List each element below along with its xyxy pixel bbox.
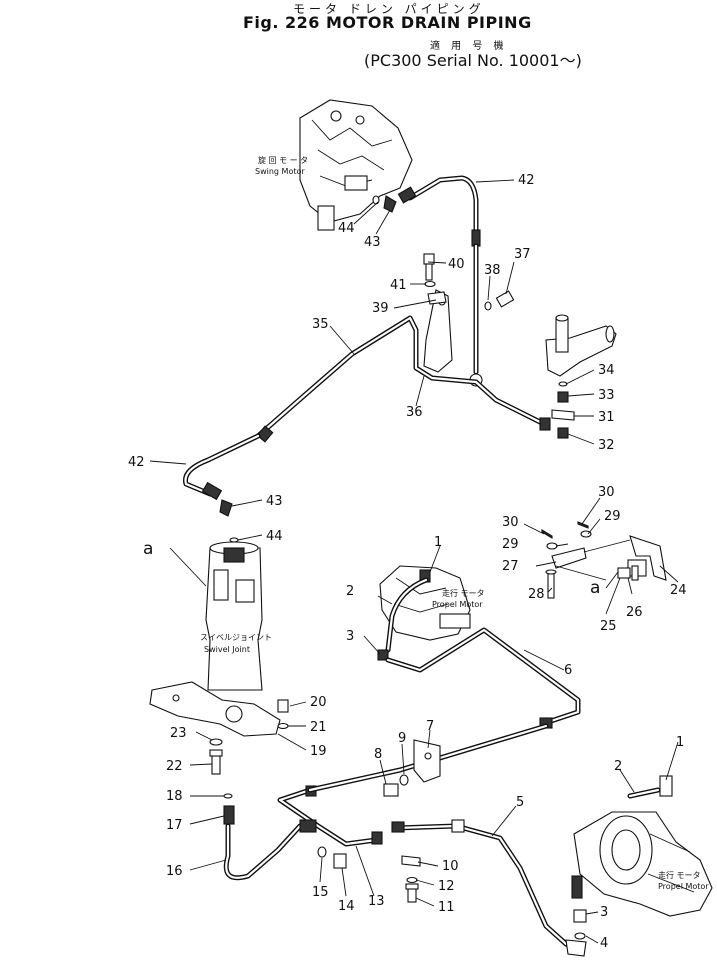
callout-22: 22: [166, 759, 183, 774]
serial-range: (PC300 Serial No. 10001～): [364, 51, 582, 70]
callout-5: 5: [516, 795, 524, 810]
hose-2-top: [377, 577, 429, 661]
figure-title: Fig. 226 MOTOR DRAIN PIPING: [243, 13, 532, 32]
callout-44-lower: 44: [266, 529, 283, 544]
washer-23-bolt-22: [209, 738, 223, 775]
callout-4: 4: [600, 936, 608, 951]
hose-16: [223, 823, 303, 881]
callout-8: 8: [374, 747, 382, 762]
callout-28: 28: [528, 587, 545, 602]
callout-21: 21: [310, 720, 327, 735]
callout-38: 38: [484, 263, 501, 278]
callout-11: 11: [438, 900, 455, 915]
callout-numbers: 42 44 43 37 40 38 41 39 35 34 33 36 31 3…: [128, 173, 687, 951]
callout-16: 16: [166, 864, 183, 879]
bracket-24-assembly: [541, 521, 667, 599]
callout-42-upper: 42: [518, 173, 535, 188]
japanese-title: モータ ドレン パイピング: [293, 2, 485, 16]
fitting-3-4-bottom: [565, 875, 587, 957]
bolt-20-washer-21: [277, 699, 289, 730]
applicability-label: 適 用 号 機: [430, 41, 508, 52]
callout-30-left: 30: [502, 515, 519, 530]
callout-36: 36: [406, 405, 423, 420]
upper-right-cylinder: [545, 314, 617, 377]
swing-motor-label: Swing Motor: [255, 167, 305, 176]
callout-33: 33: [598, 388, 615, 403]
callout-29-left: 29: [502, 537, 519, 552]
view-marker-a-right: a: [590, 578, 600, 598]
propel-motor-bottom-jp-label: 走行 モータ: [658, 870, 701, 880]
propel-motor-top-jp-label: 走行 モータ: [442, 588, 485, 598]
callout-3-bottom: 3: [600, 905, 608, 920]
callout-31: 31: [598, 410, 615, 425]
bracket-19: [149, 681, 281, 737]
callout-24: 24: [670, 583, 687, 598]
callout-20: 20: [310, 695, 327, 710]
callout-17: 17: [166, 818, 183, 833]
propel-motor-bottom: 走行 モータ Propel Motor: [573, 775, 713, 917]
callout-42-lower: 42: [128, 455, 145, 470]
pipe-35: [255, 315, 551, 443]
callout-43-lower: 43: [266, 494, 283, 509]
swivel-joint-label: Swivel Joint: [204, 645, 250, 654]
callout-29-right: 29: [604, 509, 621, 524]
callout-7: 7: [426, 719, 434, 734]
swivel-joint: スイベルジョイント Swivel Joint: [200, 537, 272, 691]
callout-39: 39: [372, 301, 389, 316]
callout-18: 18: [166, 789, 183, 804]
pipe-42-upper: [397, 175, 481, 247]
callout-23: 23: [170, 726, 187, 741]
clamp-10-assembly: [401, 855, 421, 903]
pipe-5: [391, 819, 579, 951]
view-marker-a-left: a: [143, 539, 153, 559]
callout-43-upper: 43: [364, 235, 381, 250]
pipe-13: [277, 785, 383, 847]
pipe-42-lower: [182, 433, 261, 517]
callout-9: 9: [398, 731, 406, 746]
callout-35: 35: [312, 317, 329, 332]
propel-motor-top: 走行 モータ Propel Motor: [379, 565, 485, 641]
callout-1-top: 1: [434, 535, 442, 550]
pipe-link: [307, 723, 549, 793]
bolt-37-assembly: [484, 290, 515, 311]
propel-motor-bottom-label: Propel Motor: [658, 882, 709, 891]
swing-motor-elbow: [372, 195, 397, 213]
callout-14: 14: [338, 899, 355, 914]
callout-13: 13: [368, 894, 385, 909]
callout-10: 10: [442, 859, 459, 874]
callout-2-top: 2: [346, 584, 354, 599]
callout-34: 34: [598, 363, 615, 378]
callout-30-right: 30: [598, 485, 615, 500]
bolt-40-assembly: [423, 253, 447, 305]
callout-37: 37: [514, 247, 531, 262]
callout-3-top: 3: [346, 629, 354, 644]
callout-25: 25: [600, 619, 617, 634]
callout-41: 41: [390, 278, 407, 293]
swivel-joint-jp-label: スイベルジョイント: [200, 633, 272, 642]
callout-40: 40: [448, 257, 465, 272]
callout-26: 26: [626, 605, 643, 620]
bracket-7-assembly: [383, 739, 441, 797]
pipe-vertical-to-tee: [469, 243, 483, 387]
fittings-31-34: [551, 381, 575, 439]
callout-1-bottom: 1: [676, 735, 684, 750]
leader-lines: [149, 179, 679, 944]
fitting-17-18: [223, 793, 235, 825]
callout-27: 27: [502, 559, 519, 574]
propel-motor-top-label: Propel Motor: [432, 600, 483, 609]
callout-12: 12: [438, 879, 455, 894]
bolt-14-washer-15: [317, 846, 347, 869]
callout-44-upper: 44: [338, 221, 355, 236]
callout-19: 19: [310, 744, 327, 759]
hose-2-bottom: [627, 787, 661, 799]
swing-motor: 旋 回 モ ー タ Swing Motor: [255, 99, 413, 231]
swing-motor-jp-label: 旋 回 モ ー タ: [258, 155, 308, 165]
callout-15: 15: [312, 885, 329, 900]
callout-32: 32: [598, 438, 615, 453]
pipe-6: [385, 627, 581, 729]
callout-2-bottom: 2: [614, 759, 622, 774]
callout-6: 6: [564, 663, 572, 678]
